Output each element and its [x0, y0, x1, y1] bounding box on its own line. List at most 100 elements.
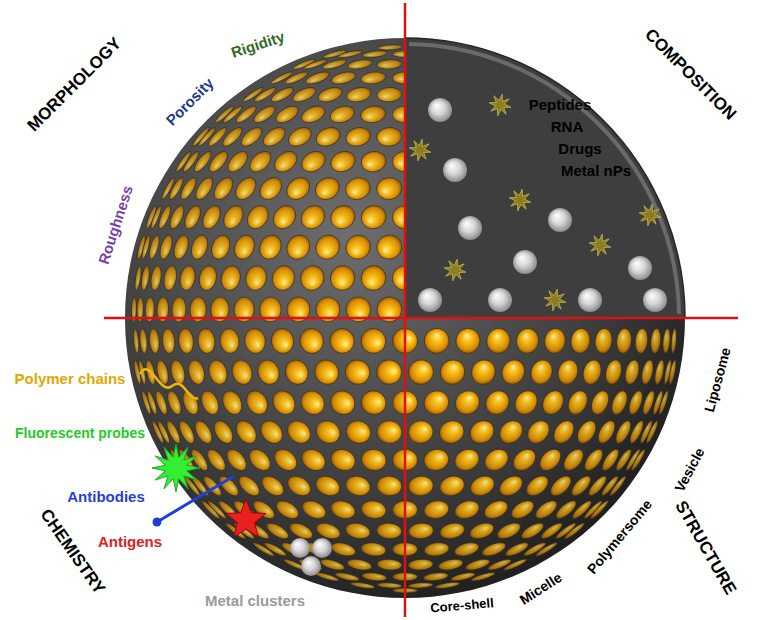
- gold-dimple: [167, 204, 187, 231]
- gold-dimple: [452, 325, 483, 357]
- gold-dimple: [377, 559, 403, 571]
- composition-label: Drugs: [558, 141, 601, 158]
- gold-dimple: [298, 445, 330, 475]
- morphology-label: Rigidity: [229, 29, 286, 62]
- gold-dimple: [498, 356, 529, 388]
- gold-dimple: [269, 85, 295, 105]
- gold-dimple: [350, 581, 375, 590]
- composition-label: RNA: [551, 119, 584, 136]
- gold-dimple: [246, 147, 275, 176]
- gold-dimple: [466, 416, 499, 448]
- gold-dimple: [668, 359, 678, 384]
- gold-dimple: [573, 417, 599, 446]
- gold-dimple: [255, 231, 285, 263]
- metal-nanoparticle: [443, 158, 467, 182]
- gold-dimple: [344, 125, 373, 149]
- gold-dimple: [377, 59, 403, 70]
- gold-dimple: [235, 472, 263, 499]
- gold-dimple: [296, 201, 329, 234]
- gold-dimple: [372, 292, 406, 326]
- structure-label: Vesicle: [672, 445, 708, 494]
- gold-dimple: [543, 327, 567, 355]
- quadrant-title: MORPHOLOGY: [24, 34, 125, 135]
- peptide-mark: [589, 234, 611, 256]
- gold-dimple: [229, 357, 255, 387]
- gold-dimple: [588, 388, 612, 417]
- gold-dimple: [139, 328, 148, 354]
- gold-dimple: [609, 389, 631, 417]
- gold-dimple: [407, 475, 434, 497]
- gold-dimple: [356, 324, 391, 359]
- metal-nanoparticle: [458, 216, 482, 240]
- gold-dimple: [273, 103, 301, 127]
- composition-label: Peptides: [529, 97, 592, 114]
- gold-dimple: [467, 472, 497, 499]
- gold-dimple: [223, 446, 250, 475]
- gold-dimple: [231, 232, 259, 263]
- polymer-chain: [140, 369, 198, 398]
- gold-dimple: [450, 386, 484, 419]
- gold-dimple: [496, 472, 526, 500]
- chemistry-label: Antigens: [98, 534, 162, 551]
- gold-dimple: [375, 176, 402, 201]
- gold-dimple: [314, 520, 342, 542]
- gold-dimple: [178, 175, 199, 201]
- gold-dimple: [452, 498, 481, 522]
- metal-nanoparticle: [418, 288, 442, 312]
- axis-line: [104, 317, 738, 320]
- gold-dimple: [662, 328, 671, 354]
- gold-dimple: [260, 124, 289, 150]
- gold-dimple: [311, 173, 343, 204]
- metal-cluster: [290, 538, 310, 558]
- gold-dimple: [242, 387, 271, 418]
- gold-dimple: [560, 446, 587, 475]
- gold-dimple: [378, 44, 403, 50]
- gold-dimple: [282, 173, 314, 204]
- gold-dimple: [435, 355, 470, 390]
- gold-dimple: [153, 389, 169, 415]
- gold-dimple: [470, 571, 495, 583]
- gold-dimple: [423, 571, 449, 582]
- gold-dimple: [191, 418, 215, 446]
- gold-dimple: [346, 557, 372, 571]
- gold-dimple: [640, 359, 656, 386]
- gold-dimple: [169, 358, 188, 385]
- gold-dimple: [359, 447, 388, 473]
- gold-dimple: [508, 497, 537, 522]
- gold-dimple: [219, 264, 243, 293]
- gold-dimple: [536, 445, 565, 475]
- gold-dimple: [343, 417, 375, 447]
- gold-dimple: [268, 386, 300, 419]
- gold-dimple: [423, 541, 450, 557]
- gold-dimple: [177, 328, 194, 354]
- gold-dimple: [258, 472, 287, 500]
- gold-dimple: [312, 416, 345, 448]
- gold-dimple: [539, 520, 564, 541]
- gold-dimple: [549, 417, 578, 448]
- gold-dimple: [299, 103, 328, 126]
- gold-dimple: [453, 540, 480, 558]
- gold-dimple: [181, 203, 203, 231]
- gold-dimple: [376, 126, 403, 147]
- gold-dimple: [534, 541, 558, 558]
- gold-dimple: [523, 416, 554, 447]
- gold-dimple: [220, 202, 247, 232]
- gold-dimple: [564, 388, 591, 418]
- gold-dimple: [269, 327, 295, 356]
- gold-dimple: [328, 445, 359, 474]
- gold-dimple: [220, 124, 245, 149]
- gold-dimple: [538, 387, 567, 418]
- gold-dimple: [162, 265, 178, 292]
- gold-dimple: [133, 328, 140, 353]
- gold-dimple: [481, 497, 510, 522]
- gold-dimple: [347, 58, 373, 71]
- gold-dimple: [375, 233, 405, 262]
- gold-dimple: [178, 264, 197, 291]
- metal-cluster: [312, 538, 332, 558]
- gold-dimple: [569, 327, 591, 354]
- gold-dimple: [269, 201, 301, 233]
- gold-dimple: [256, 173, 287, 204]
- gold-dimple: [468, 520, 496, 542]
